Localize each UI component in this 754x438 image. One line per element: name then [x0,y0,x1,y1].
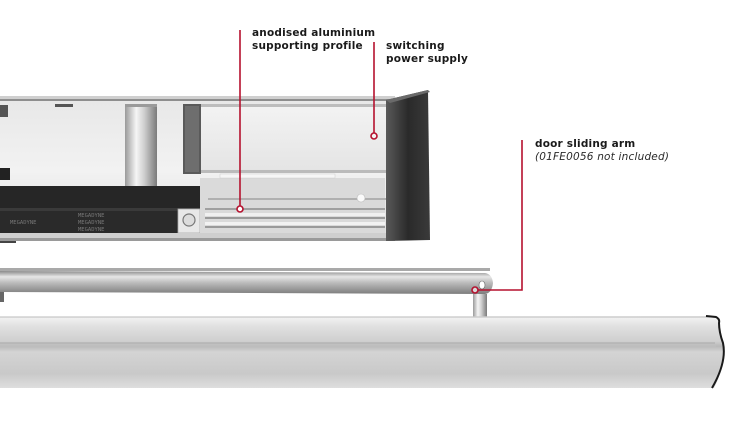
label-door-sliding-arm-title: door sliding arm [535,138,636,150]
svg-text:MEGADYNE: MEGADYNE [10,220,37,226]
label-power-supply: switching power supply [386,40,468,66]
callout-dot-power [370,132,378,140]
svg-text:MEGADYNE: MEGADYNE [78,213,105,219]
label-door-sliding-arm-note: (01FE0056 not included) [535,151,670,163]
operator-housing: MEGADYNE MEGADYNE MEGADYNE MEGADYNE [0,90,430,243]
door-sliding-arm [0,268,493,317]
label-power-supply-line1: switching [386,40,445,52]
svg-text:MEGADYNE: MEGADYNE [78,227,105,233]
label-aluminium-profile-line2: supporting profile [252,40,363,52]
label-aluminium-profile-line1: anodised aluminium [252,27,376,39]
cover-profile [0,315,725,389]
callout-line-arm [478,140,523,291]
label-power-supply-line2: power supply [386,53,468,65]
label-door-sliding-arm: door sliding arm (01FE0056 not included) [535,138,669,164]
callout-dot-profile [236,205,244,213]
label-aluminium-profile: anodised aluminium supporting profile [252,27,375,53]
svg-text:MEGADYNE: MEGADYNE [78,220,105,226]
power-supply [183,104,388,179]
aluminium-profile [200,178,386,233]
callout-dot-arm [471,286,479,294]
callout-lines [236,30,523,294]
